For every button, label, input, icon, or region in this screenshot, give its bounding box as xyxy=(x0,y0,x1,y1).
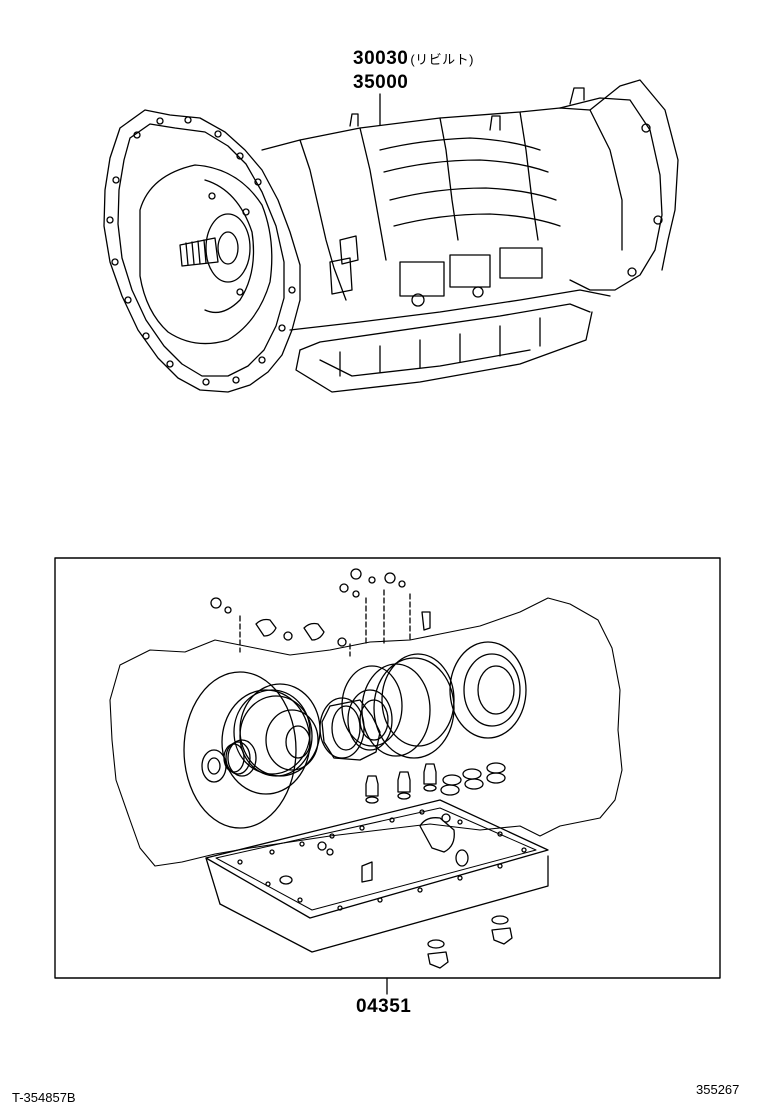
footer-left-code: T-354857B xyxy=(12,1090,76,1105)
gasket-kit-illustration xyxy=(109,568,623,995)
part-number-30030: 30030 xyxy=(353,48,409,69)
part-number-35000: 35000 xyxy=(353,72,409,93)
transmission-assembly-illustration xyxy=(103,79,679,393)
footer-right-code: 355267 xyxy=(696,1082,740,1097)
rebuilt-note: (リビルト) xyxy=(410,52,475,67)
part-number-04351: 04351 xyxy=(356,996,412,1017)
part-number-rebuilt: 30030(リビルト) xyxy=(353,48,474,70)
gasket-kit-frame xyxy=(54,557,721,979)
